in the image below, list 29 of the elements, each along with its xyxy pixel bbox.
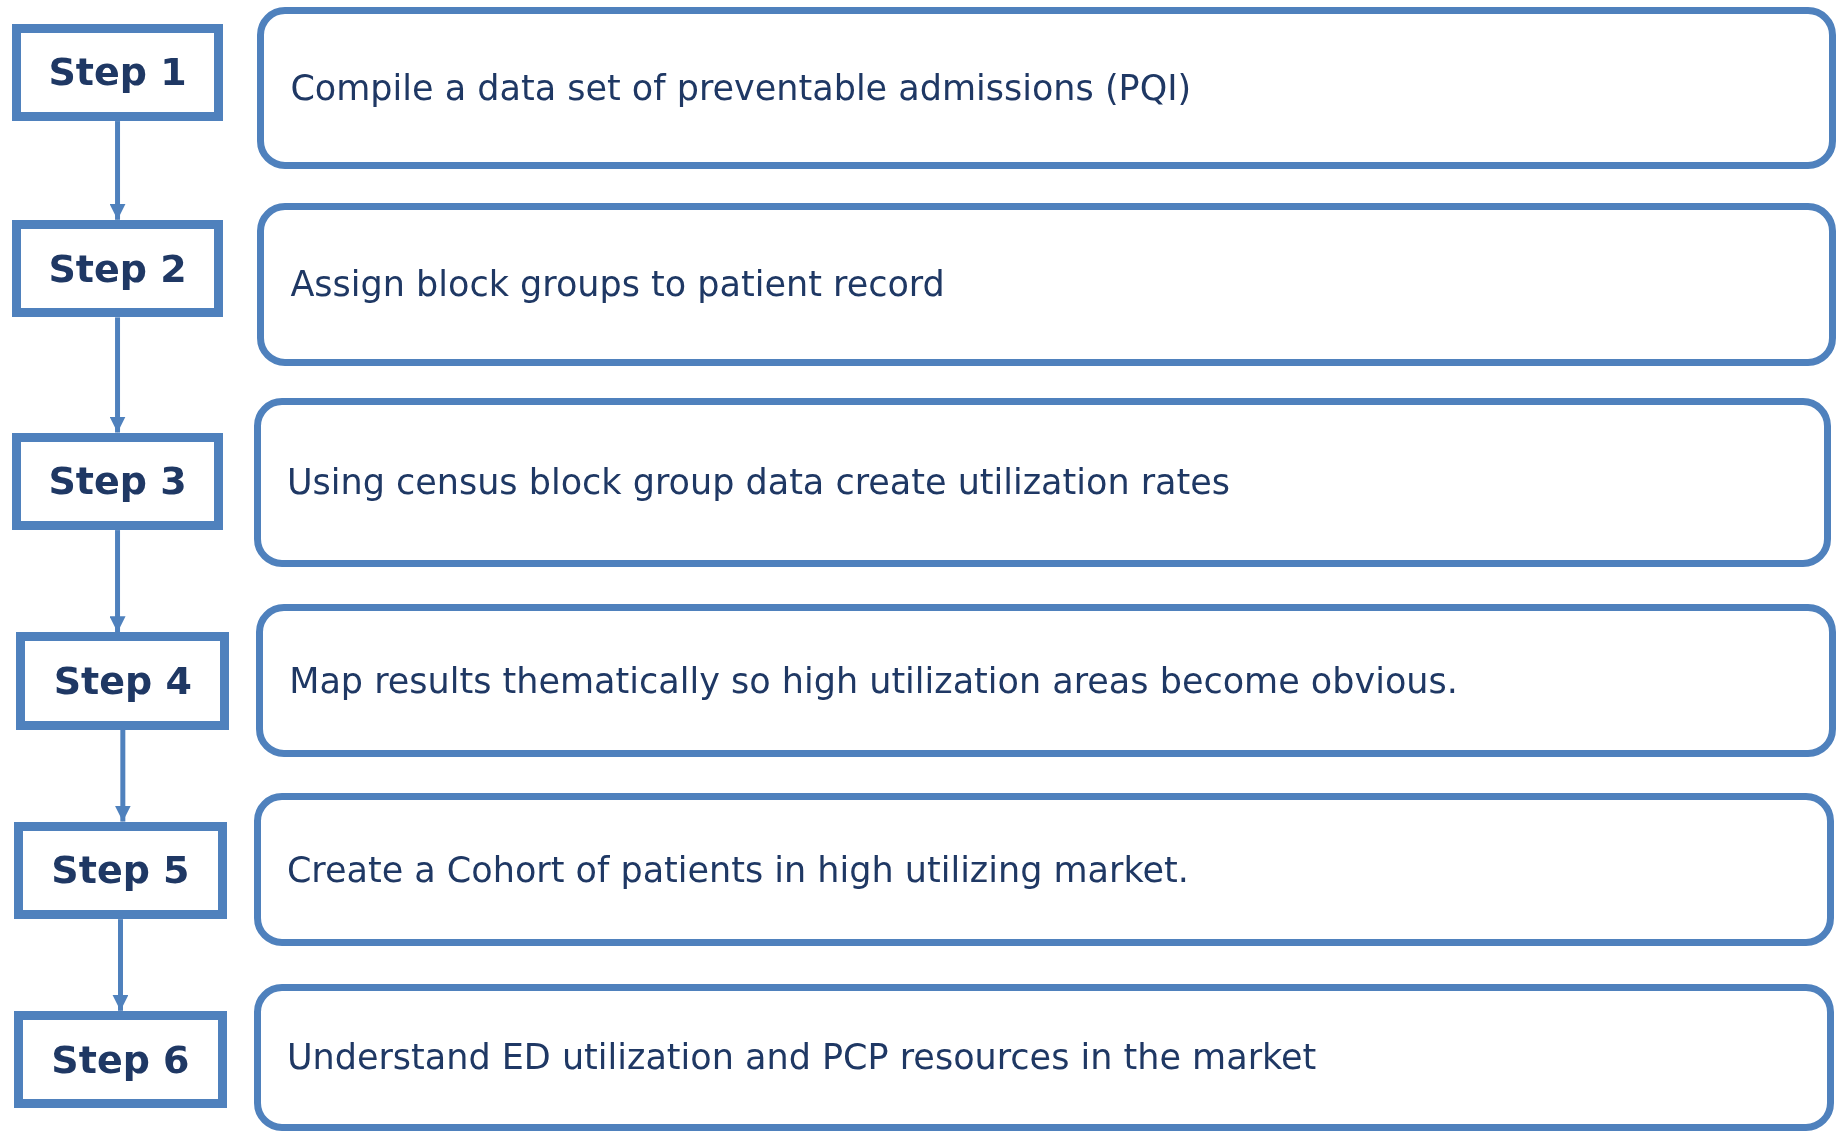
arrow [112, 919, 129, 1011]
process-box [257, 203, 1836, 366]
step-text: Step 6 [51, 1037, 190, 1082]
step-text: Understand ED utilization and PCP resources in the market [286, 1037, 1317, 1078]
step-text: Step 5 [51, 848, 190, 893]
step-text: Step 1 [48, 50, 187, 95]
arrow [109, 121, 126, 220]
step-box [14, 1010, 227, 1109]
step-text: Using census block group data create utilization rates [286, 462, 1231, 503]
step-text: Step 2 [48, 246, 187, 291]
process-box [256, 604, 1836, 757]
arrow [109, 317, 126, 433]
process-box [253, 983, 1834, 1131]
process-box [253, 793, 1834, 947]
step-box [11, 23, 224, 122]
step-box [11, 432, 224, 531]
arrow [109, 530, 126, 633]
step-text: Map results thematically so high utilization areas become obvious. [289, 660, 1458, 701]
arrow [114, 729, 131, 822]
step-text: Compile a data set of preventable admissions (PQI) [290, 68, 1192, 109]
process-box [257, 7, 1836, 170]
step-text: Create a Cohort of patients in high utilizing market. [286, 849, 1189, 890]
step-text: Step 3 [48, 459, 187, 504]
step-box [16, 632, 230, 730]
step-text: Step 4 [53, 659, 192, 704]
step-box [11, 219, 224, 318]
process-box [253, 398, 1832, 567]
step-text: Assign block groups to patient record [290, 264, 945, 305]
step-box [14, 821, 227, 920]
